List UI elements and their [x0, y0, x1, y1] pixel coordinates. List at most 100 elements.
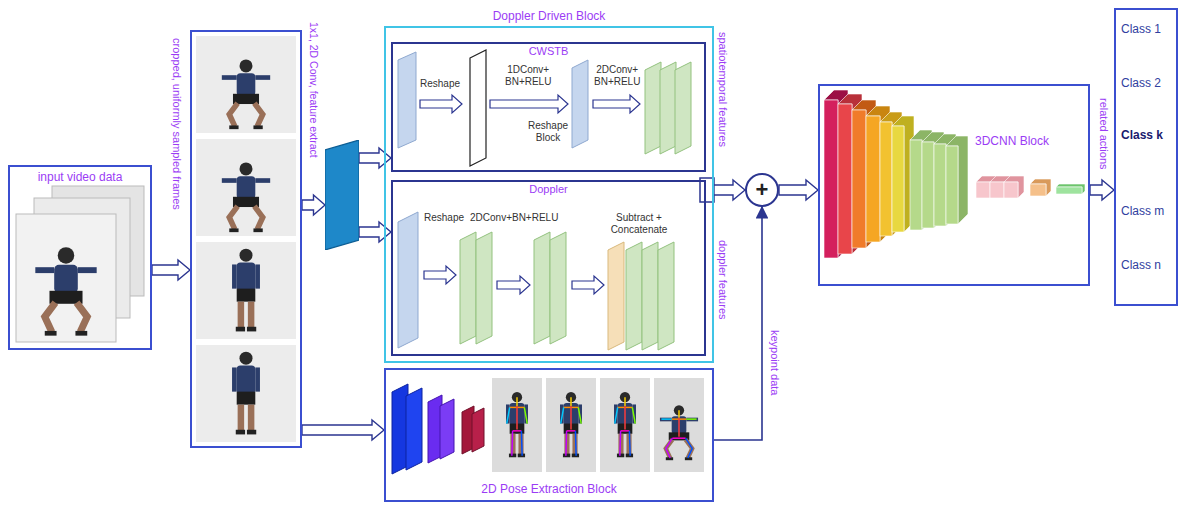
doppler-layers	[608, 242, 624, 350]
layer-label: 1DConv+ BN+RELU	[505, 64, 551, 88]
layer-label: 2DConv+BN+RELU	[470, 212, 558, 224]
layer-label: 2DConv+ BN+RELU	[594, 64, 640, 88]
cwstb-layers	[398, 50, 691, 166]
node-text: Class 2	[1121, 76, 1161, 90]
frames-box: cropped, uniformly sampled frames	[190, 30, 302, 448]
node-text: 2D Pose Extraction Block	[386, 482, 712, 496]
pose-layers	[406, 388, 422, 470]
3dcnn-layers	[892, 126, 904, 232]
conv-slab-shape	[325, 140, 359, 250]
cwstb-layers	[660, 62, 676, 154]
cwstb-layers	[420, 95, 462, 113]
cwstb-layers	[593, 95, 640, 113]
pose-layers	[392, 384, 484, 474]
3dcnn-layers	[946, 146, 958, 224]
3dcnn-layers	[1056, 187, 1082, 194]
doppler-layers	[626, 242, 642, 350]
sampled-frame-photos	[196, 36, 296, 442]
sum-circle: +	[745, 173, 779, 207]
block-arrow	[779, 180, 818, 200]
3dcnn-box: 3DCNN Block	[818, 84, 1090, 286]
doppler-layers	[572, 276, 604, 294]
3dcnn-layers	[866, 116, 880, 242]
doppler-layers	[550, 232, 566, 344]
input-box: input video data	[8, 165, 152, 350]
doppler-layers	[424, 266, 456, 284]
doppler-box: Doppler	[391, 180, 706, 356]
cwstb-layers	[470, 50, 486, 166]
pose-layers	[472, 408, 484, 452]
doppler-layers	[642, 242, 658, 350]
3dcnn-layers	[990, 182, 1004, 198]
block-arrow	[714, 180, 745, 200]
class-list-box: Class 1Class 2Class kClass mClass n	[1114, 8, 1178, 306]
feature-label: doppler features	[716, 240, 730, 320]
block-arrow	[359, 222, 391, 242]
3dcnn-layers	[880, 122, 892, 236]
node-text: 3DCNN Block	[975, 134, 1049, 148]
input-video-frames	[16, 186, 144, 342]
3dcnn-layers	[1030, 184, 1046, 196]
cwstb-box: CWSTB	[391, 42, 706, 172]
node-text: Class 1	[1121, 22, 1161, 36]
connectors	[152, 148, 1114, 440]
pose-keypoint-frames	[654, 378, 704, 472]
pose-keypoint-frames	[492, 378, 542, 472]
pose-keypoint-frames	[560, 392, 582, 457]
3dcnn-layers	[838, 104, 852, 254]
edge-label: keypoint data	[768, 330, 782, 395]
doppler-layers	[497, 276, 530, 294]
pose-extraction-box: 2D Pose Extraction Block	[384, 368, 714, 502]
3dcnn-layers	[1004, 182, 1018, 198]
layer-label: Reshape	[420, 78, 460, 90]
input-video-frames	[16, 214, 116, 342]
side-heading: 1x1, 2D Conv, feature extract	[307, 22, 321, 158]
node-text: Doppler Driven Block	[386, 9, 712, 23]
sampled-frame-photos	[222, 59, 270, 129]
doppler-layers	[398, 212, 418, 348]
node-text: Class k	[1121, 128, 1163, 142]
node-text: Class n	[1121, 258, 1161, 272]
pose-keypoint-frames	[546, 378, 596, 472]
keypoint-connector	[714, 207, 762, 440]
sampled-frame-photos	[196, 36, 296, 133]
doppler-layers	[460, 232, 476, 344]
3dcnn-layers	[852, 110, 866, 248]
3dcnn-layers	[1030, 179, 1051, 196]
3dcnn-layers	[1004, 176, 1024, 198]
layer-label: Reshape	[424, 212, 464, 224]
doppler-layers	[658, 242, 674, 350]
side-heading: cropped, uniformly sampled frames	[170, 38, 184, 210]
pose-keypoint-frames	[492, 378, 704, 472]
node-text: Doppler	[393, 183, 704, 196]
pose-keypoint-frames	[614, 392, 636, 457]
pose-keypoint-frames	[660, 405, 698, 460]
cwstb-layers	[398, 52, 416, 148]
sampled-frame-photos	[232, 249, 260, 332]
pose-keypoint-frames	[661, 410, 696, 458]
doppler-layers	[398, 212, 674, 350]
node-text: CWSTB	[393, 45, 704, 58]
pose-keypoint-frames	[600, 378, 650, 472]
sampled-frame-photos	[222, 162, 270, 232]
3dcnn-layers	[824, 100, 838, 258]
node-text: input video data	[10, 170, 150, 184]
cwstb-layers	[572, 60, 588, 148]
node-text: +	[747, 175, 777, 205]
pose-keypoint-frames	[615, 397, 636, 456]
3dcnn-layers	[824, 90, 1085, 258]
3dcnn-layers	[976, 182, 990, 198]
doppler-layers	[534, 232, 550, 344]
sampled-frame-photos	[196, 139, 296, 236]
conv-slab: 1x1, 2D Conv, feature extract	[325, 140, 359, 250]
pose-keypoint-frames	[507, 397, 528, 456]
sampled-frame-photos	[232, 352, 260, 435]
feature-label: spatiotemporal features	[716, 32, 730, 147]
block-arrow	[1090, 180, 1114, 200]
3dcnn-layers	[946, 136, 968, 224]
cwstb-layers	[645, 62, 661, 154]
conv-slab-face	[325, 140, 359, 250]
